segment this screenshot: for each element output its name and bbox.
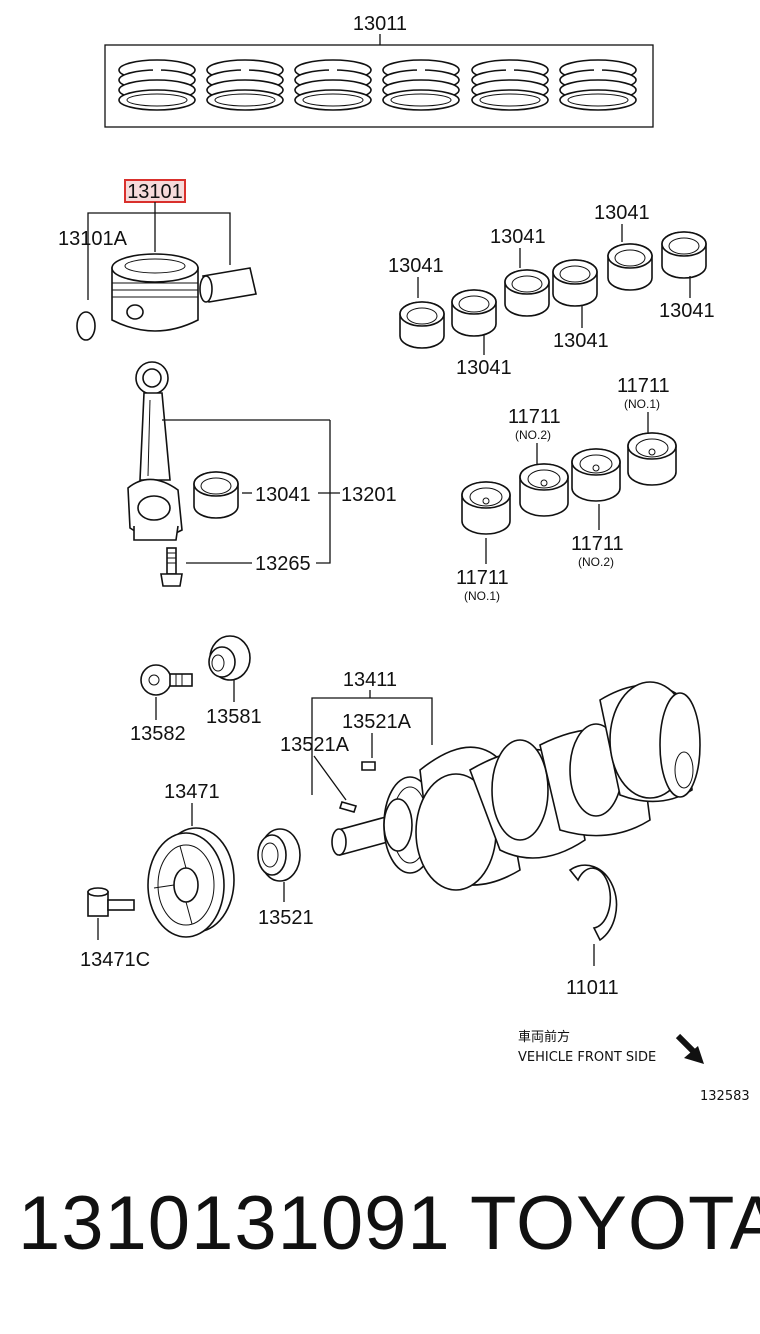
brand-name: TOYOTA (470, 1181, 760, 1266)
ring-6-icon (558, 58, 638, 112)
label-11711-b-sub: (NO.2) (515, 428, 551, 442)
conrod-bearing-icon (193, 471, 239, 519)
washer-bolt-icon (140, 664, 172, 696)
label-13521A-a: 13521A (280, 734, 350, 756)
label-13041-b: 13041 (456, 357, 512, 379)
woodruff-key-1-icon (338, 801, 358, 813)
label-13041-a: 13041 (388, 255, 444, 277)
label-11711-c: 11711 (571, 533, 624, 555)
label-13101A: 13101A (58, 228, 128, 250)
small-parts: 13582 13581 (130, 635, 262, 745)
label-11711-c-sub: (NO.2) (578, 555, 614, 569)
main-bearing-row: 11711 (NO.1) 11711 (NO.2) 11711 (NO.2) 1… (456, 375, 677, 603)
ring-1-icon (117, 58, 197, 112)
label-13041-d: 13041 (553, 330, 609, 352)
label-13041-e: 13041 (594, 202, 650, 224)
label-13521: 13521 (258, 907, 314, 929)
label-13521A-b: 13521A (342, 711, 412, 733)
label-13041-c: 13041 (490, 226, 546, 248)
label-13041-f: 13041 (659, 300, 715, 322)
main-bearing-2-icon (519, 463, 569, 517)
label-13582: 13582 (130, 723, 186, 745)
piston-ring-set: 13011 (104, 13, 654, 128)
label-13411: 13411 (343, 669, 397, 691)
label-13011: 13011 (353, 13, 407, 35)
conrod-bearing-row: 13041 13041 13041 13041 13041 13041 (388, 202, 715, 379)
ring-5-icon (470, 58, 550, 112)
bearing-shell-1-icon (399, 301, 445, 349)
label-11011: 11011 (566, 977, 619, 999)
thrust-washer-icon (568, 864, 618, 942)
bearing-shell-5-icon (607, 243, 653, 291)
label-13201: 13201 (341, 484, 397, 506)
main-bearing-4-icon (627, 432, 677, 486)
label-13581: 13581 (206, 706, 262, 728)
ring-4-icon (381, 58, 461, 112)
label-11711-b: 11711 (508, 406, 561, 428)
label-11711-d-sub: (NO.1) (464, 589, 500, 603)
diagram-number: 132583 (700, 1089, 750, 1104)
crankshaft-assembly: 13411 13521A 13521A 11011 (280, 669, 701, 999)
conrod-beam-icon (139, 392, 171, 481)
bearing-shell-6-icon (661, 231, 707, 279)
label-13041-rod: 13041 (255, 484, 311, 506)
label-13471: 13471 (164, 781, 220, 803)
label-13471C: 13471C (80, 949, 150, 971)
label-13101: 13101 (127, 181, 183, 203)
front-label-jp: 車両前方 (518, 1029, 570, 1045)
label-11711-a-sub: (NO.1) (624, 397, 660, 411)
bearing-shell-3-icon (504, 269, 550, 317)
footer: 1310131091 TOYOTA (0, 1180, 760, 1290)
snap-ring-icon (76, 311, 96, 341)
label-13265: 13265 (255, 553, 311, 575)
bearing-shell-2-icon (451, 289, 497, 337)
front-arrow-icon (675, 1033, 704, 1064)
piston-assembly: 13101 13101A (58, 179, 257, 341)
vehicle-front-indicator: 車両前方 VEHICLE FRONT SIDE 132583 (518, 1029, 750, 1104)
front-label-en: VEHICLE FRONT SIDE (518, 1050, 656, 1065)
connecting-rod-assembly: 13041 13201 13265 (127, 361, 397, 587)
pulley-assembly: 13471 13471C 13521 (80, 781, 314, 971)
bearing-shell-4-icon (552, 259, 598, 307)
label-11711-d: 11711 (456, 567, 509, 589)
conrod-bolt-icon (166, 547, 177, 575)
part-number: 1310131091 (18, 1181, 451, 1266)
ring-2-icon (205, 58, 285, 112)
ring-3-icon (293, 58, 373, 112)
woodruff-key-2-icon (361, 761, 376, 771)
main-bearing-1-icon (461, 481, 511, 535)
main-bearing-3-icon (571, 448, 621, 502)
label-11711-a: 11711 (617, 375, 670, 397)
